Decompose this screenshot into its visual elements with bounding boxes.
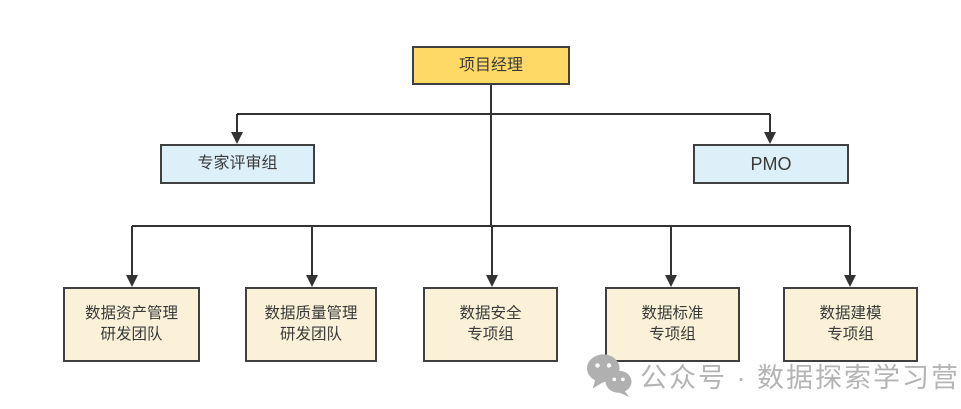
node-data-standard-group: 数据标准 专项组: [605, 287, 740, 362]
node-label: 专家评审组: [197, 155, 278, 173]
node-data-modeling-group: 数据建模 专项组: [783, 287, 918, 362]
node-expert-review-group: 专家评审组: [160, 144, 315, 184]
node-label-line1: 数据安全: [459, 304, 522, 322]
node-label-line1: 数据质量管理: [264, 304, 358, 322]
node-data-security-group: 数据安全 专项组: [423, 287, 558, 362]
node-label-line1: 数据标准: [641, 304, 704, 322]
watermark: 公众号 · 数据探索学习营: [586, 350, 960, 400]
node-label-line2: 专项组: [649, 325, 696, 343]
node-data-quality-team: 数据质量管理 研发团队: [245, 287, 377, 362]
node-pmo: PMO: [693, 144, 849, 184]
watermark-text: 公众号 · 数据探索学习营: [640, 362, 960, 393]
node-label-line2: 研发团队: [279, 325, 342, 343]
node-label-line2: 研发团队: [100, 325, 163, 343]
node-label: 项目经理: [458, 56, 523, 74]
node-label-line2: 专项组: [827, 325, 874, 343]
node-label: PMO: [750, 153, 792, 174]
wechat-icon: [586, 354, 632, 398]
node-label-line1: 数据建模: [819, 304, 882, 322]
node-data-asset-team: 数据资产管理 研发团队: [63, 287, 200, 362]
node-label-line1: 数据资产管理: [84, 304, 178, 322]
node-label-line2: 专项组: [467, 325, 514, 343]
node-project-manager: 项目经理: [412, 46, 570, 85]
